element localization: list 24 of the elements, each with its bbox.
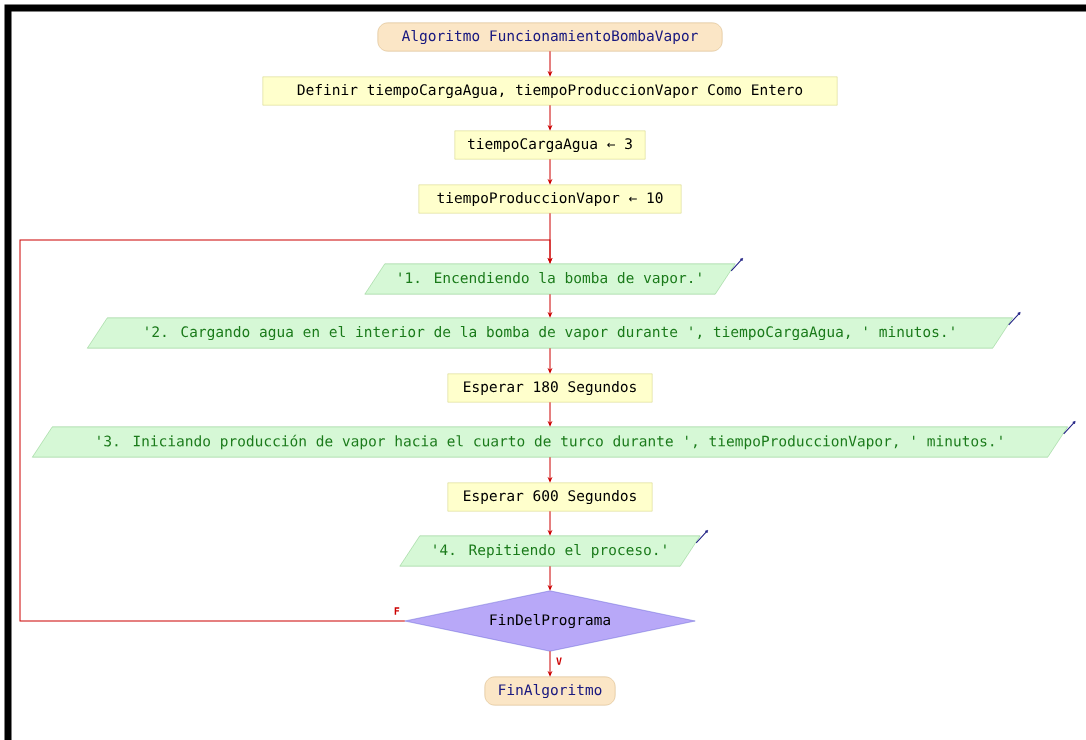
- arrow: [548, 50, 552, 76]
- arrow: [548, 401, 552, 426]
- process-box: tiempoCargaAgua ← 3: [454, 130, 646, 160]
- arrow: [548, 293, 552, 317]
- edge-label: F: [394, 607, 400, 615]
- process-box: Definir tiempoCargaAgua, tiempoProduccionVapor Como Entero: [262, 76, 838, 106]
- terminal-box: FinAlgoritmo: [484, 676, 616, 706]
- output-box: '1. Encendiendo la bomba de vapor.': [364, 263, 736, 295]
- arrow: [19, 239, 552, 622]
- terminal-box: Algoritmo FuncionamientoBombaVapor: [377, 22, 723, 52]
- arrow: [548, 104, 552, 130]
- output-box: '4. Repitiendo el proceso.': [399, 535, 701, 567]
- arrow: [548, 510, 552, 535]
- process-box: Esperar 600 Segundos: [447, 482, 653, 512]
- arrow: [548, 347, 552, 373]
- output-box: '3. Iniciando producción de vapor hacia el cuarto de turco durante ', tiempoProduccionVapor, ' minutos.': [32, 426, 1068, 458]
- arrow: [548, 456, 552, 482]
- edge-label: V: [556, 657, 562, 665]
- arrow: [548, 158, 552, 184]
- arrow: [548, 650, 552, 676]
- process-box: tiempoProduccionVapor ← 10: [418, 184, 682, 214]
- output-box: '2. Cargando agua en el interior de la bomba de vapor durante ', tiempoCargaAgua, ' minutos.': [87, 317, 1013, 349]
- arrow: [548, 565, 552, 590]
- process-box: Esperar 180 Segundos: [447, 373, 653, 403]
